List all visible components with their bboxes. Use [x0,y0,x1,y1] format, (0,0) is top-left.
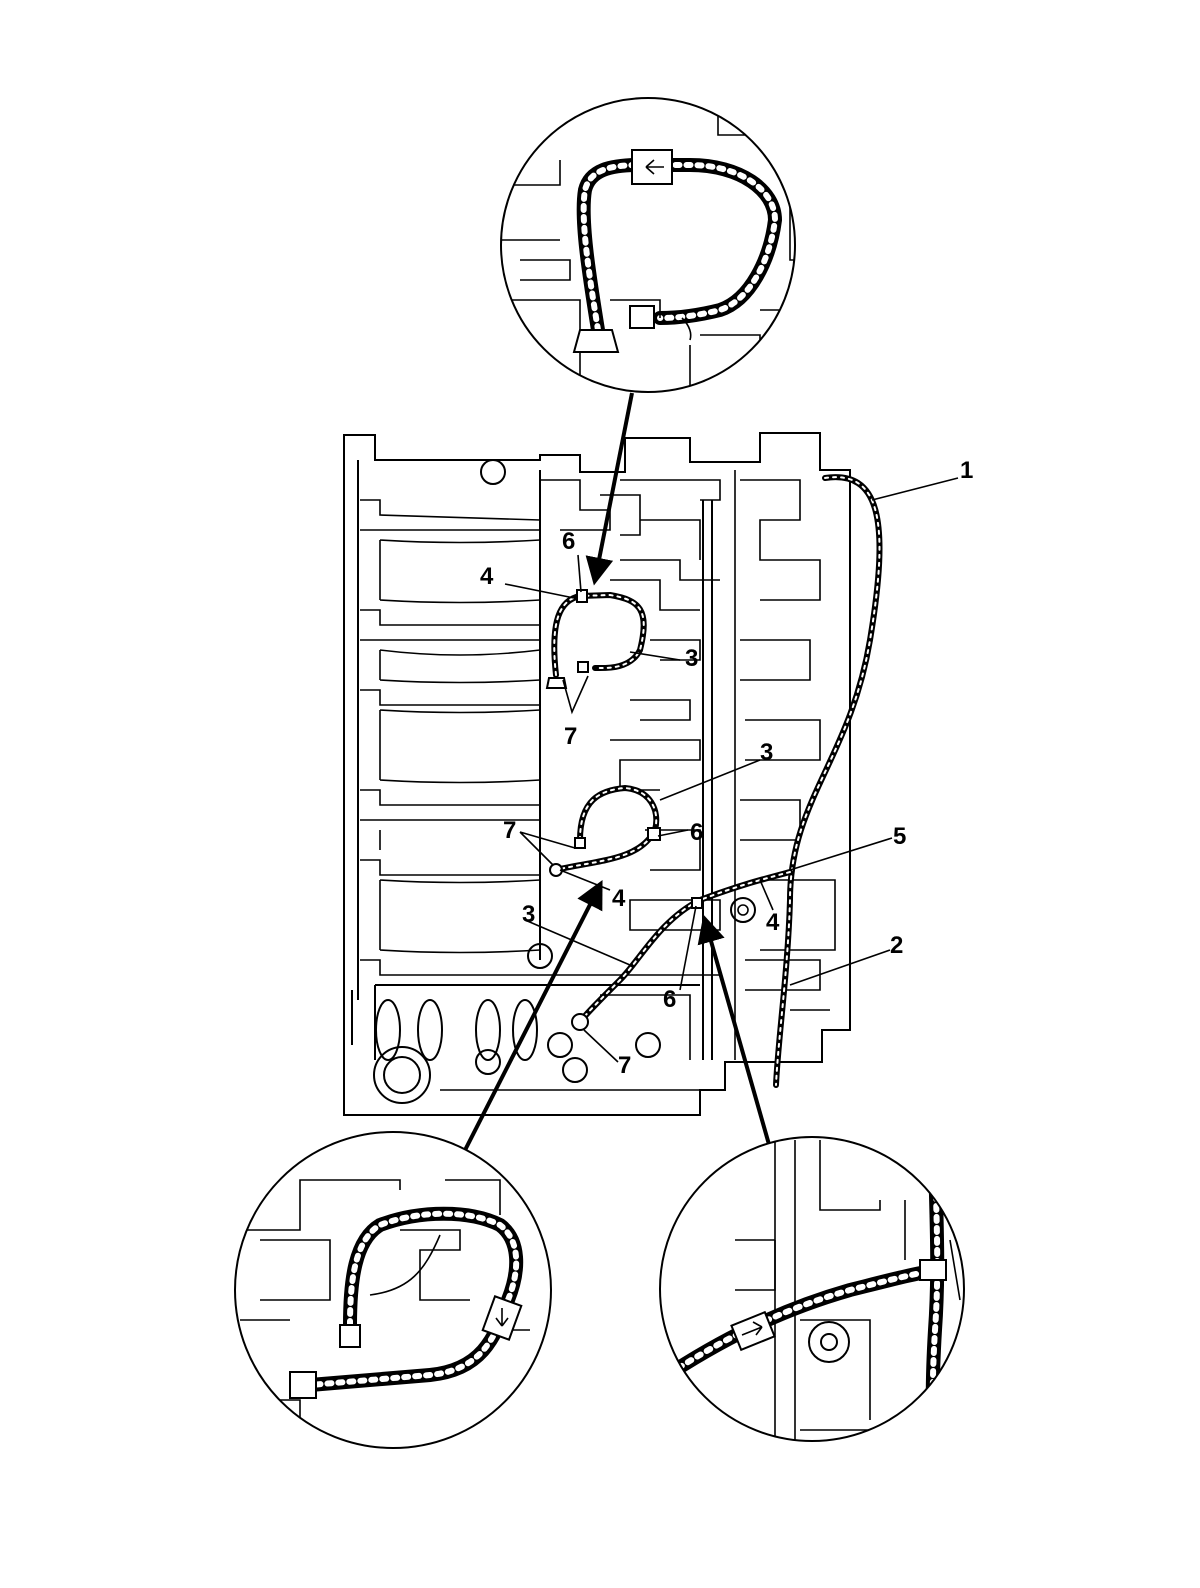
pointer-arrows [458,392,772,1161]
case-center-features [540,470,736,1060]
case-bottom-features [373,984,700,1104]
case-right-features [730,479,836,1011]
bottom-right-detail [659,1136,965,1442]
callout-4-upper: 4 [480,563,494,590]
transmission-case [343,432,851,1116]
callout-7-lower: 7 [618,1052,631,1079]
callout-5: 5 [893,823,906,850]
callout-3-upper: 3 [685,645,698,672]
callout-3-middle: 3 [760,739,773,766]
harness-main [545,474,883,1088]
callout-6-middle: 6 [690,819,703,846]
callout-2: 2 [890,932,903,959]
connector-upper [576,589,588,603]
callout-7-middle: 7 [503,817,516,844]
case-ribs [360,459,720,976]
callout-1: 1 [960,457,973,484]
callout-4-middle: 4 [612,885,626,912]
callout-labels: 1 2 3 3 3 4 4 4 5 6 6 6 7 7 7 [480,457,973,1079]
callout-3-lower: 3 [522,901,535,928]
callout-6-upper: 6 [562,528,575,555]
callout-7-upper: 7 [564,723,577,750]
callout-4-right: 4 [766,909,780,936]
callout-6-lower: 6 [663,986,676,1013]
bottom-left-detail [234,1131,552,1449]
connector-upper-lower [577,661,589,673]
top-detail [500,97,796,393]
